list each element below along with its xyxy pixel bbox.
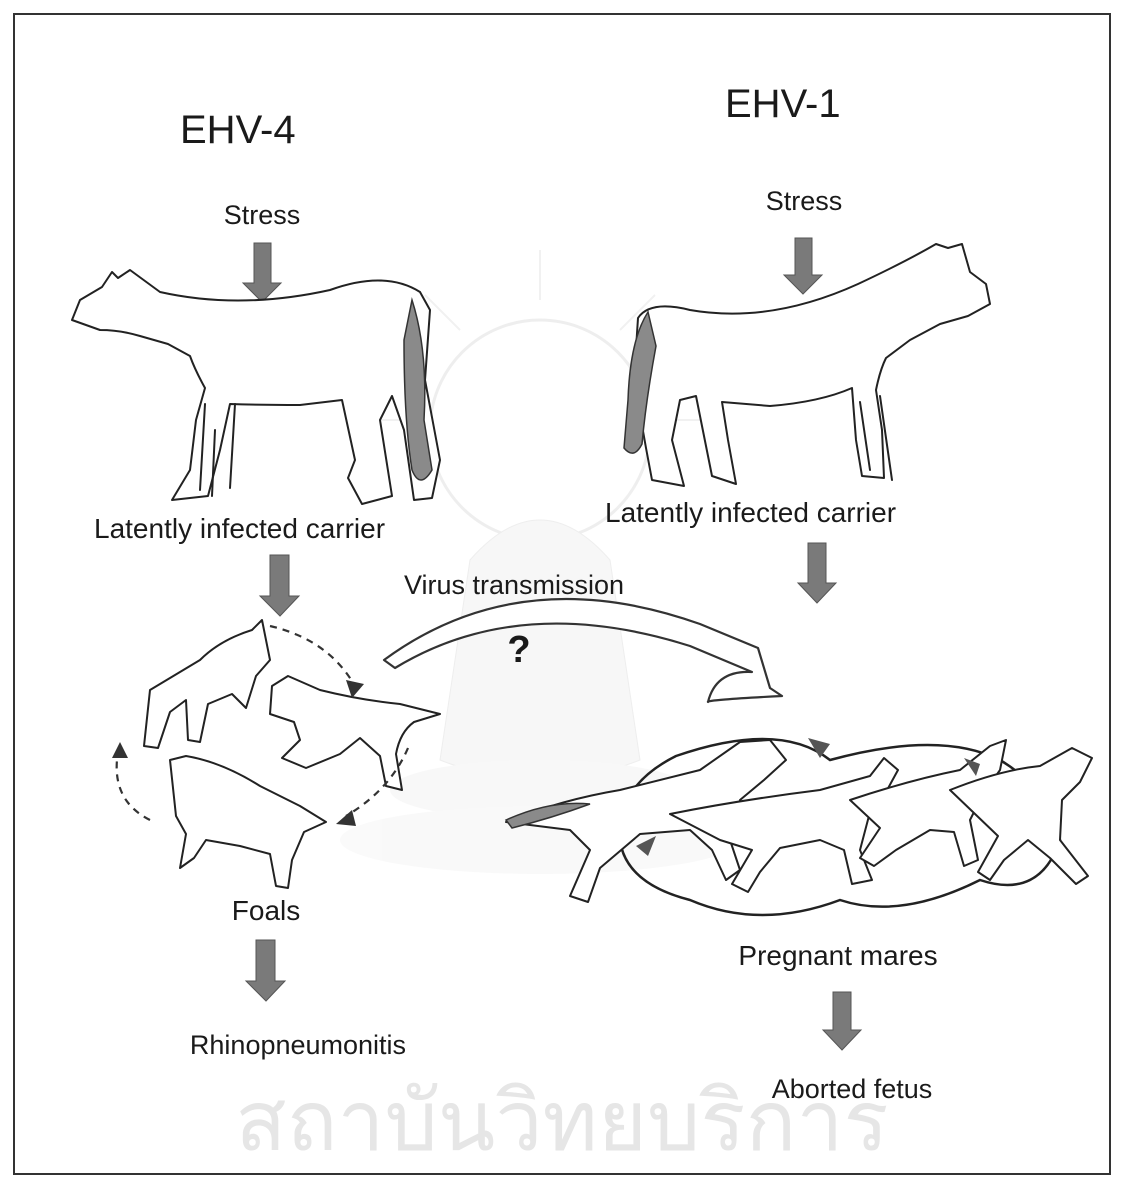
down-arrow-icon: [260, 555, 299, 616]
down-arrow-icon: [784, 238, 822, 294]
question-mark: ?: [507, 629, 530, 671]
mares-label: Pregnant mares: [738, 940, 937, 971]
down-arrow-icon: [243, 243, 281, 302]
down-arrow-icon: [246, 940, 285, 1001]
title-ehv1: EHV-1: [725, 82, 841, 126]
horse-carrier-left-icon: [72, 270, 440, 504]
down-arrow-icon: [823, 992, 861, 1050]
stress-label-right: Stress: [766, 186, 843, 216]
rhinopneumonitis-label: Rhinopneumonitis: [190, 1030, 406, 1060]
carrier-label-left: Latently infected carrier: [94, 513, 385, 544]
stress-label-left: Stress: [224, 200, 301, 230]
transmission-label: Virus transmission: [404, 570, 624, 600]
carrier-label-right: Latently infected carrier: [605, 497, 896, 528]
foals-label: Foals: [232, 895, 300, 926]
aborted-fetus-label: Aborted fetus: [772, 1074, 933, 1104]
down-arrow-icon: [798, 543, 836, 603]
title-ehv4: EHV-4: [180, 108, 296, 152]
